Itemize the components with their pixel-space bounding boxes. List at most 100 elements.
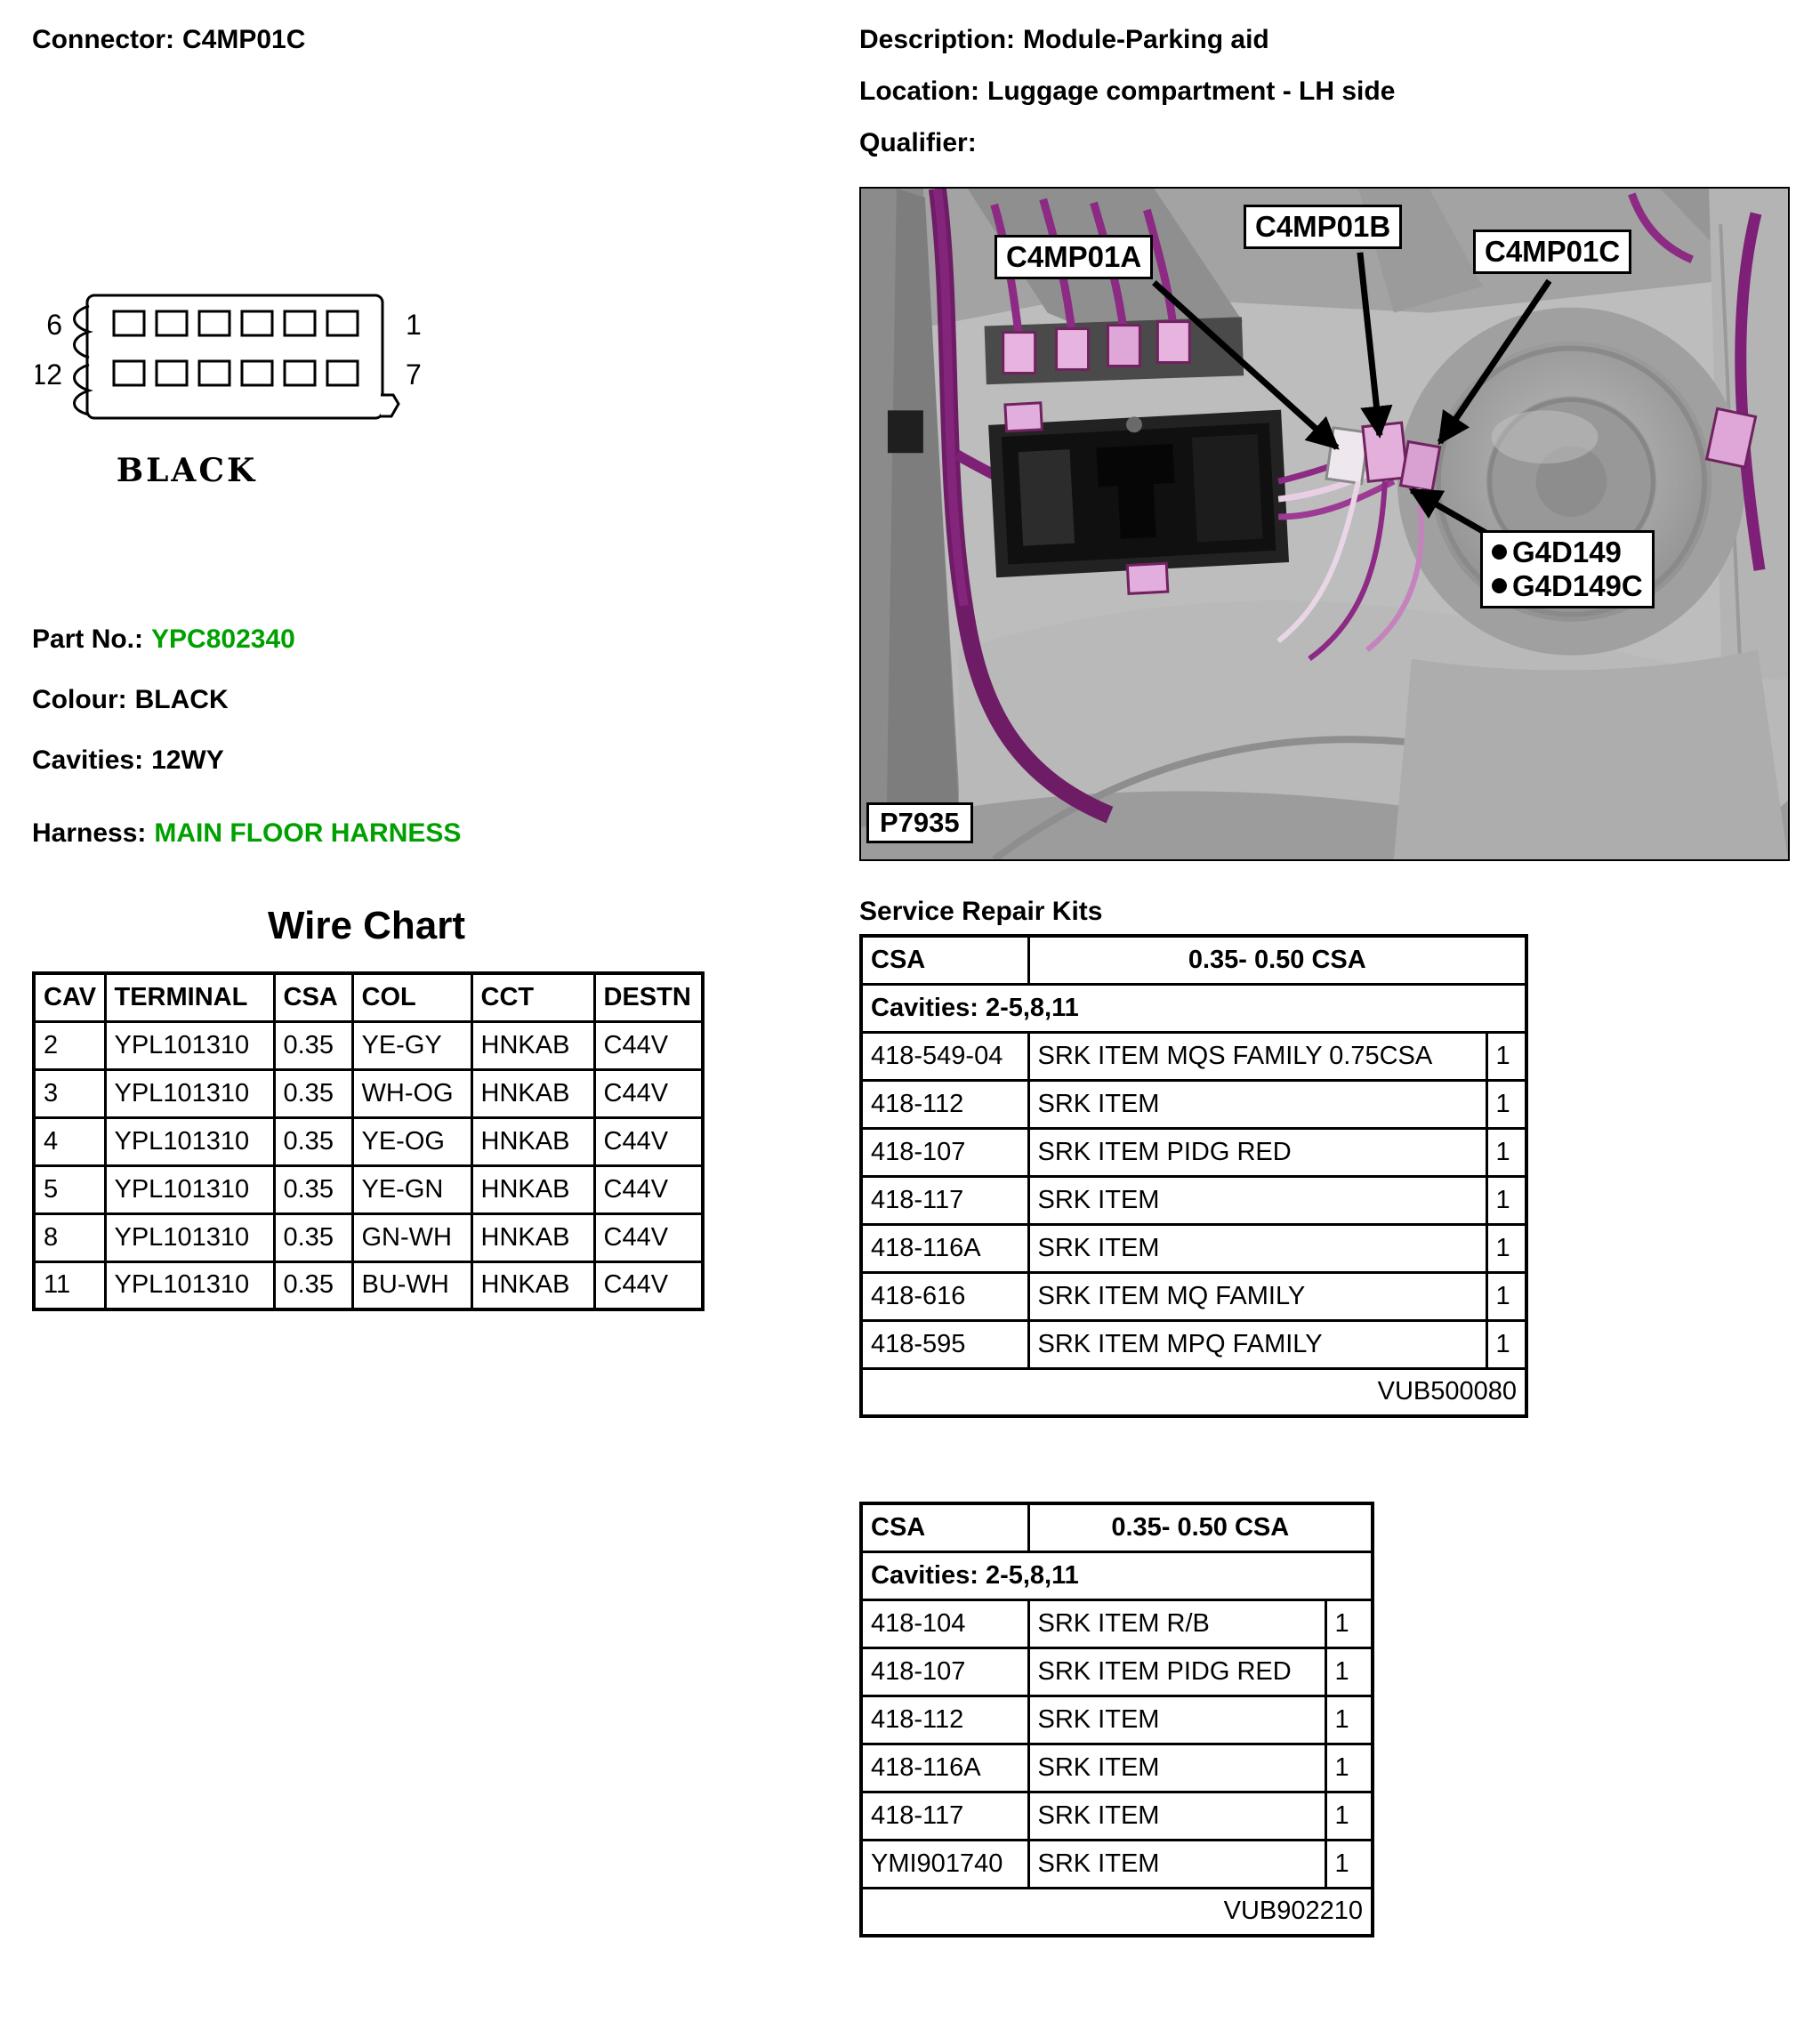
cell: 1	[1324, 1598, 1374, 1649]
column-header: CCT	[470, 971, 596, 1023]
srk-cavities-row: Cavities: 2-5,8,11	[859, 1550, 1374, 1601]
connector-heading: Connector:C4MP01C	[32, 25, 305, 55]
wire-chart-table: CAV TERMINAL CSA COL CCT DESTN 2 YPL1013…	[32, 971, 705, 1311]
cell: 1	[1485, 1174, 1528, 1226]
cell: 1	[1485, 1078, 1528, 1130]
cell: HNKAB	[470, 1164, 596, 1215]
ground-line: G4D149	[1492, 536, 1643, 569]
description-label: Description:	[859, 25, 1016, 54]
connector-pinout-diagram: 6 12 1 7	[30, 294, 422, 420]
cell: 0.35	[272, 1260, 354, 1311]
column-header: CAV	[32, 971, 107, 1023]
srk-table-1: CSA 0.35- 0.50 CSA Cavities: 2-5,8,11 41…	[859, 934, 1529, 1418]
cell: 8	[32, 1212, 107, 1263]
cell: SRK ITEM R/B	[1027, 1598, 1327, 1649]
cell: 4	[32, 1116, 107, 1167]
cell: 3	[32, 1067, 107, 1119]
cell: YPL101310	[103, 1116, 276, 1167]
cell: 418-595	[859, 1318, 1030, 1370]
table-row: 5 YPL101310 0.35 YE-GN HNKAB C44V	[32, 1164, 705, 1215]
location-photo: C4MP01A C4MP01B C4MP01C G4D149 G4D149C P…	[859, 187, 1790, 861]
cell: YPL101310	[103, 1260, 276, 1311]
cell: YE-GY	[350, 1019, 473, 1071]
cell: C44V	[592, 1019, 705, 1071]
srk-table-2: CSA 0.35- 0.50 CSA Cavities: 2-5,8,11 41…	[859, 1502, 1375, 1937]
column-header: DESTN	[592, 971, 705, 1023]
harness-line: Harness:MAIN FLOOR HARNESS	[32, 818, 461, 849]
cell: 11	[32, 1260, 107, 1311]
cell: C44V	[592, 1067, 705, 1119]
cell: 1	[1324, 1742, 1374, 1793]
column-header: COL	[350, 971, 473, 1023]
cavities-cell: Cavities: 2-5,8,11	[859, 1550, 1374, 1601]
cell: 418-107	[859, 1646, 1030, 1697]
cell: YE-GN	[350, 1164, 473, 1215]
cell: HNKAB	[470, 1260, 596, 1311]
table-row: 418-549-04 SRK ITEM MQS FAMILY 0.75CSA 1	[859, 1030, 1528, 1082]
cell: C44V	[592, 1116, 705, 1167]
cell: YMI901740	[859, 1838, 1030, 1889]
kit-ref-cell: VUB902210	[859, 1886, 1374, 1937]
ground-value: G4D149	[1512, 536, 1622, 568]
photo-ref-label: P7935	[866, 802, 973, 843]
table-row: 418-104 SRK ITEM R/B 1	[859, 1598, 1374, 1649]
pin-number-top-left: 6	[46, 309, 62, 341]
table-row: 418-117 SRK ITEM 1	[859, 1174, 1528, 1226]
cell: YE-OG	[350, 1116, 473, 1167]
kit-ref-cell: VUB500080	[859, 1366, 1528, 1418]
cell: 1	[1324, 1694, 1374, 1745]
cavities-line: Cavities:12WY	[32, 745, 224, 776]
cell: GN-WH	[350, 1212, 473, 1263]
cell: 0.35	[272, 1116, 354, 1167]
connector-label: Connector:	[32, 25, 174, 54]
location-label: Location:	[859, 77, 979, 106]
qualifier-label: Qualifier:	[859, 128, 977, 157]
table-row: 418-116A SRK ITEM 1	[859, 1222, 1528, 1274]
srk-footer-row: VUB902210	[859, 1886, 1374, 1937]
cell: SRK ITEM MQS FAMILY 0.75CSA	[1027, 1030, 1488, 1082]
service-repair-kits-title: Service Repair Kits	[859, 897, 1103, 926]
cell: WH-OG	[350, 1067, 473, 1119]
cell: YPL101310	[103, 1212, 276, 1263]
csa-range-cell: 0.35- 0.50 CSA	[1027, 1502, 1374, 1553]
cell: 0.35	[272, 1164, 354, 1215]
cell: SRK ITEM	[1027, 1838, 1327, 1889]
cell: HNKAB	[470, 1212, 596, 1263]
cell: 1	[1324, 1646, 1374, 1697]
cavities-value: 12WY	[151, 745, 224, 775]
wire-chart-header-row: CAV TERMINAL CSA COL CCT DESTN	[32, 971, 705, 1023]
cell: SRK ITEM PIDG RED	[1027, 1126, 1488, 1178]
cavities-label: Cavities:	[32, 745, 144, 775]
cell: 418-112	[859, 1078, 1030, 1130]
part-no-value: YPC802340	[151, 624, 295, 654]
cell: C44V	[592, 1260, 705, 1311]
cell: YPL101310	[103, 1164, 276, 1215]
srk-cavities-row: Cavities: 2-5,8,11	[859, 982, 1528, 1034]
srk-header-row: CSA 0.35- 0.50 CSA	[859, 1502, 1374, 1553]
csa-range-cell: 0.35- 0.50 CSA	[1027, 934, 1528, 986]
srk-header-row: CSA 0.35- 0.50 CSA	[859, 934, 1528, 986]
cell: HNKAB	[470, 1019, 596, 1071]
column-header: CSA	[272, 971, 354, 1023]
connector-color-label: BLACK	[116, 452, 258, 489]
cell: SRK ITEM	[1027, 1078, 1488, 1130]
cavities-cell: Cavities: 2-5,8,11	[859, 982, 1528, 1034]
table-row: 418-595 SRK ITEM MPQ FAMILY 1	[859, 1318, 1528, 1370]
table-row: 418-107 SRK ITEM PIDG RED 1	[859, 1646, 1374, 1697]
connector-pinout: 6 12 1 7	[30, 283, 498, 436]
table-row: 418-112 SRK ITEM 1	[859, 1078, 1528, 1130]
location-line: Location:Luggage compartment - LH side	[859, 77, 1395, 107]
harness-label: Harness:	[32, 818, 147, 848]
csa-label-cell: CSA	[859, 1502, 1030, 1553]
cell: 418-104	[859, 1598, 1030, 1649]
cell: 1	[1324, 1838, 1374, 1889]
cell: 418-116A	[859, 1222, 1030, 1274]
wire-chart-title: Wire Chart	[267, 904, 466, 947]
column-header: TERMINAL	[103, 971, 276, 1023]
table-row: 3 YPL101310 0.35 WH-OG HNKAB C44V	[32, 1067, 705, 1119]
cell: SRK ITEM	[1027, 1222, 1488, 1274]
harness-value: MAIN FLOOR HARNESS	[154, 818, 462, 848]
cell: 418-107	[859, 1126, 1030, 1178]
ground-value: G4D149C	[1512, 568, 1643, 602]
cell: 0.35	[272, 1212, 354, 1263]
